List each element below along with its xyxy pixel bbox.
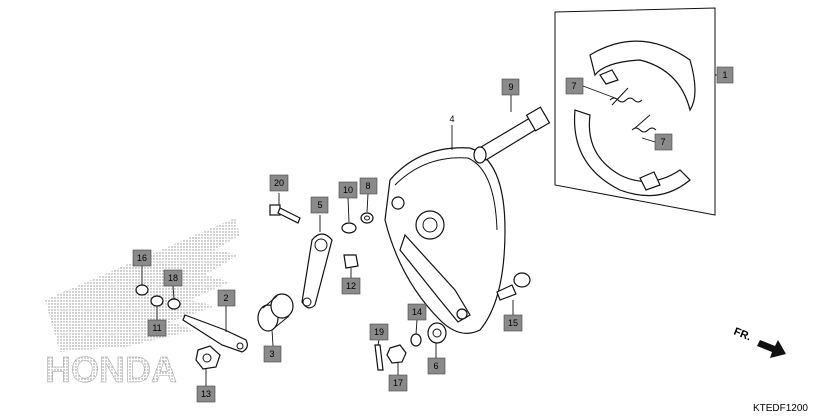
collar-3 bbox=[257, 293, 294, 347]
callout-18: 18 bbox=[163, 269, 183, 287]
callout-3: 3 bbox=[263, 345, 282, 363]
callout-9: 9 bbox=[501, 78, 520, 96]
nut-17 bbox=[386, 344, 407, 375]
callout-11: 11 bbox=[147, 319, 167, 337]
nut-12 bbox=[343, 254, 359, 278]
svg-text:13: 13 bbox=[201, 389, 211, 399]
svg-text:12: 12 bbox=[346, 281, 356, 291]
svg-text:18: 18 bbox=[168, 273, 178, 283]
callout-1: 1 bbox=[716, 66, 734, 84]
callout-8: 8 bbox=[359, 177, 378, 195]
fr-label: FR. bbox=[732, 326, 753, 344]
brake-panel: 4 bbox=[384, 114, 506, 334]
svg-text:1: 1 bbox=[722, 70, 727, 80]
svg-text:8: 8 bbox=[365, 181, 370, 191]
diagram-code: KTEDF1200 bbox=[752, 403, 808, 414]
brake-cam bbox=[473, 95, 551, 164]
callout-10: 10 bbox=[338, 181, 358, 199]
callout-12: 12 bbox=[341, 277, 361, 295]
bolt-20 bbox=[269, 193, 301, 224]
svg-text:6: 6 bbox=[433, 361, 438, 371]
honda-wordmark: HONDA bbox=[45, 349, 177, 390]
callout-15: 15 bbox=[503, 314, 523, 332]
callout-19: 19 bbox=[369, 323, 389, 341]
brake-arm bbox=[301, 215, 333, 309]
svg-text:10: 10 bbox=[343, 185, 353, 195]
callout-7-upper: 7 bbox=[565, 77, 616, 99]
callout-2: 2 bbox=[217, 289, 236, 307]
callout-13: 13 bbox=[196, 385, 216, 403]
washer-14 bbox=[410, 319, 422, 347]
svg-text:3: 3 bbox=[269, 349, 274, 359]
svg-text:7: 7 bbox=[571, 81, 576, 91]
brake-rod-2 bbox=[182, 306, 248, 353]
svg-text:9: 9 bbox=[508, 82, 513, 92]
svg-text:7: 7 bbox=[660, 137, 665, 147]
callout-4-text: 4 bbox=[449, 114, 454, 124]
callout-7-lower: 7 bbox=[641, 133, 673, 151]
nut-13 bbox=[195, 345, 221, 386]
svg-text:20: 20 bbox=[274, 178, 284, 188]
washer-16 bbox=[135, 265, 149, 296]
svg-text:15: 15 bbox=[508, 318, 518, 328]
nut-11 bbox=[150, 295, 164, 320]
callout-20: 20 bbox=[269, 174, 289, 192]
callout-5: 5 bbox=[310, 196, 329, 214]
callout-14: 14 bbox=[407, 303, 427, 321]
svg-text:16: 16 bbox=[137, 253, 147, 263]
front-direction-arrow: FR. bbox=[732, 326, 786, 358]
washer-10 bbox=[341, 197, 357, 234]
callout-6: 6 bbox=[427, 357, 446, 375]
svg-text:11: 11 bbox=[152, 323, 161, 333]
svg-text:5: 5 bbox=[317, 200, 322, 210]
callout-16: 16 bbox=[132, 249, 152, 267]
svg-text:2: 2 bbox=[223, 293, 228, 303]
brake-shoe-group bbox=[554, 7, 722, 216]
callout-17: 17 bbox=[388, 374, 408, 392]
pin-19 bbox=[374, 339, 384, 371]
svg-text:17: 17 bbox=[393, 378, 403, 388]
washer-8 bbox=[360, 193, 374, 224]
nut-6 bbox=[427, 322, 447, 358]
svg-text:19: 19 bbox=[374, 327, 384, 337]
washer-18 bbox=[167, 285, 181, 310]
bolt-15 bbox=[496, 272, 531, 315]
svg-text:14: 14 bbox=[412, 307, 422, 317]
